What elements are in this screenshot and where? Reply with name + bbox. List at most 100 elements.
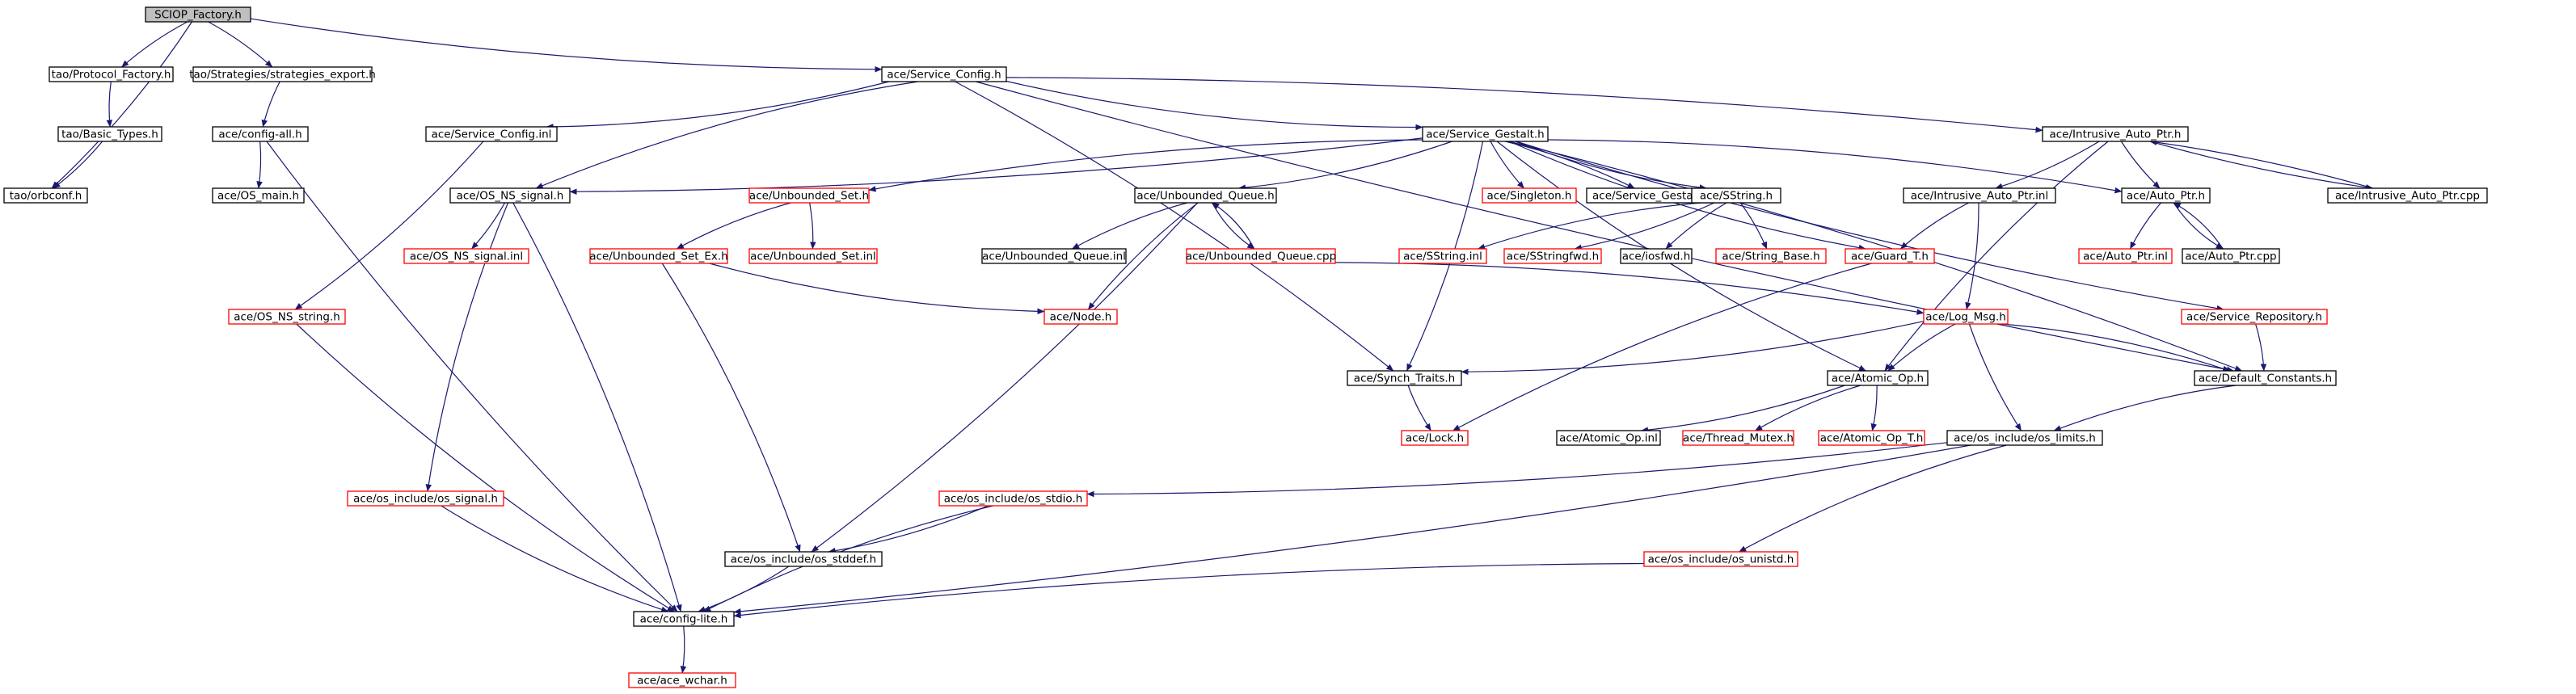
node-os-stdio[interactable]: ace/os_include/os_stdio.h (938, 490, 1088, 507)
node-log-msg[interactable]: ace/Log_Msg.h (1923, 309, 2009, 325)
node-box (1401, 430, 1469, 446)
edge-service-gestalt-to-atomic-op (1496, 141, 1866, 372)
node-box (1347, 370, 1462, 386)
node-box (1043, 309, 1118, 325)
node-label: ace/OS_NS_string.h (234, 311, 340, 324)
node-os-stddef[interactable]: ace/os_include/os_stddef.h (724, 551, 883, 567)
node-box (425, 126, 558, 142)
edge-intrusive-auto-ptr-to-atomic-op (1884, 141, 2109, 372)
node-intrusive-auto-ptr-inl[interactable]: ace/Intrusive_Auto_Ptr.inl (1903, 187, 2056, 204)
node-label: ace/Log_Msg.h (1925, 311, 2006, 324)
node-atomic-op[interactable]: ace/Atomic_Op.h (1827, 370, 1929, 386)
edge-service-gestalt-to-service-repository (1516, 141, 2224, 312)
node-service-config[interactable]: ace/Service_Config.h (881, 66, 1007, 82)
node-box (48, 66, 174, 82)
node-box (1682, 430, 1794, 446)
node-intrusive-auto-ptr[interactable]: ace/Intrusive_Auto_Ptr.h (2042, 126, 2189, 142)
node-label: ace/Service_Gestalt.inl (1592, 190, 1717, 203)
node-os-ns-signal[interactable]: ace/OS_NS_signal.h (449, 187, 571, 204)
node-unbounded-queue-cpp[interactable]: ace/Unbounded_Queue.cpp (1186, 248, 1336, 264)
node-service-repository[interactable]: ace/Service_Repository.h (2181, 309, 2328, 325)
node-default-constants[interactable]: ace/Default_Constants.h (2194, 370, 2337, 386)
node-label: ace/Synch_Traits.h (1354, 372, 1455, 385)
edge-unbounded-queue-cpp-to-unbounded-queue (1212, 202, 1255, 250)
node-os-unistd[interactable]: ace/os_include/os_unistd.h (1643, 551, 1798, 567)
node-box (633, 611, 735, 627)
edge-intrusive-auto-ptr-cpp-to-intrusive-auto-ptr (2149, 139, 2373, 189)
node-sstring-inl[interactable]: ace/SString.inl (1398, 248, 1487, 264)
edge-config-lite-to-ace-wchar (680, 625, 687, 674)
node-thread-mutex[interactable]: ace/Thread_Mutex.h (1682, 430, 1794, 446)
edge-service-gestalt-to-auto-ptr (1547, 139, 2123, 194)
node-singleton[interactable]: ace/Singleton.h (1482, 187, 1577, 204)
node-synch-traits[interactable]: ace/Synch_Traits.h (1347, 370, 1462, 386)
node-unbounded-set-inl[interactable]: ace/Unbounded_Set.inl (748, 248, 878, 264)
node-unbounded-queue-inl[interactable]: ace/Unbounded_Queue.inl (981, 248, 1127, 264)
node-label: ace/OS_NS_signal.inl (410, 250, 523, 263)
node-auto-ptr-cpp[interactable]: ace/Auto_Ptr.cpp (2182, 248, 2280, 264)
node-unbounded-queue[interactable]: ace/Unbounded_Queue.h (1134, 187, 1277, 204)
node-lock-h[interactable]: ace/Lock.h (1401, 430, 1469, 446)
edge-sciop-to-orbconf (51, 21, 192, 189)
node-unbounded-set[interactable]: ace/Unbounded_Set.h (748, 187, 870, 204)
node-box (748, 187, 870, 204)
edge-os-unistd-to-config-lite (733, 562, 1645, 619)
node-box (2327, 187, 2488, 204)
edge-service-gestalt-to-singleton (1490, 141, 1524, 189)
node-sciop: SCIOP_Factory.h (145, 6, 251, 23)
node-sstringfwd[interactable]: ace/SStringfwd.h (1503, 248, 1602, 264)
node-service-gestalt[interactable]: ace/Service_Gestalt.h (1422, 126, 1549, 142)
node-box (2194, 370, 2337, 386)
node-ace-wchar[interactable]: ace/ace_wchar.h (628, 672, 736, 688)
node-auto-ptr-inl[interactable]: ace/Auto_Ptr.inl (2078, 248, 2173, 264)
edge-sstring-to-sstring-inl (1478, 202, 1701, 250)
node-label: tao/Basic_Types.h (61, 128, 158, 141)
node-orbconf[interactable]: tao/orbconf.h (3, 187, 88, 204)
node-service-gestalt-inl[interactable]: ace/Service_Gestalt.inl (1586, 187, 1723, 204)
node-basic-types[interactable]: tao/Basic_Types.h (57, 126, 162, 142)
node-protocol-factory[interactable]: tao/Protocol_Factory.h (48, 66, 174, 82)
edge-basic-types-to-orbconf (53, 141, 103, 189)
node-box (724, 551, 883, 567)
edge-service-gestalt-to-sstring (1515, 141, 1707, 191)
node-atomic-op-inl[interactable]: ace/Atomic_Op.inl (1556, 430, 1661, 446)
node-intrusive-auto-ptr-cpp[interactable]: ace/Intrusive_Auto_Ptr.cpp (2327, 187, 2488, 204)
node-os-signal[interactable]: ace/os_include/os_signal.h (347, 490, 504, 507)
node-config-all[interactable]: ace/config-all.h (212, 126, 309, 142)
node-label: ace/SString.h (1700, 190, 1773, 203)
node-label: SCIOP_Factory.h (154, 9, 242, 22)
node-label: ace/Auto_Ptr.inl (2083, 250, 2168, 263)
node-label: ace/Service_Config.h (887, 69, 1001, 82)
node-box (1715, 248, 1827, 264)
node-label: ace/Intrusive_Auto_Ptr.cpp (2335, 190, 2480, 203)
node-sstring[interactable]: ace/SString.h (1691, 187, 1781, 204)
edge-log-msg-to-os-limits (1968, 323, 2022, 431)
node-auto-ptr[interactable]: ace/Auto_Ptr.h (2121, 187, 2211, 204)
node-service-config-inl[interactable]: ace/Service_Config.inl (425, 126, 558, 142)
edges-layer (51, 18, 2374, 674)
node-os-limits[interactable]: ace/os_include/os_limits.h (1946, 430, 2103, 446)
node-unbounded-set-ex[interactable]: ace/Unbounded_Set_Ex.h (589, 248, 728, 264)
node-config-lite[interactable]: ace/config-lite.h (633, 611, 735, 627)
node-label: tao/Protocol_Factory.h (52, 69, 171, 82)
edge-service-config-to-intrusive-auto-ptr (1006, 77, 2043, 133)
edge-os-ns-signal-to-config-lite (512, 202, 682, 612)
node-os-ns-string[interactable]: ace/OS_NS_string.h (228, 309, 346, 325)
node-iosfwd[interactable]: ace/iosfwd.h (1620, 248, 1693, 264)
edge-unbounded-set-to-unbounded-set-inl (809, 202, 816, 250)
node-label: ace/Unbounded_Set_Ex.h (589, 250, 727, 263)
node-label: ace/config-all.h (218, 128, 301, 141)
node-strategies-export[interactable]: tao/Strategies/strategies_export.h (189, 66, 376, 82)
node-os-main[interactable]: ace/OS_main.h (212, 187, 305, 204)
node-os-ns-signal-inl[interactable]: ace/OS_NS_signal.inl (403, 248, 529, 264)
node-node-h[interactable]: ace/Node.h (1043, 309, 1118, 325)
edge-intrusive-auto-ptr-to-intrusive-auto-ptr-inl (1995, 141, 2100, 190)
node-guard-t[interactable]: ace/Guard_T.h (1845, 248, 1935, 264)
node-atomic-op-t[interactable]: ace/Atomic_Op_T.h (1818, 430, 1925, 446)
node-box (1903, 187, 2056, 204)
edge-atomic-op-to-atomic-op-t (1870, 385, 1878, 431)
node-label: ace/os_include/os_limits.h (1954, 432, 2096, 445)
node-box (145, 6, 251, 23)
node-string-base[interactable]: ace/String_Base.h (1715, 248, 1827, 264)
